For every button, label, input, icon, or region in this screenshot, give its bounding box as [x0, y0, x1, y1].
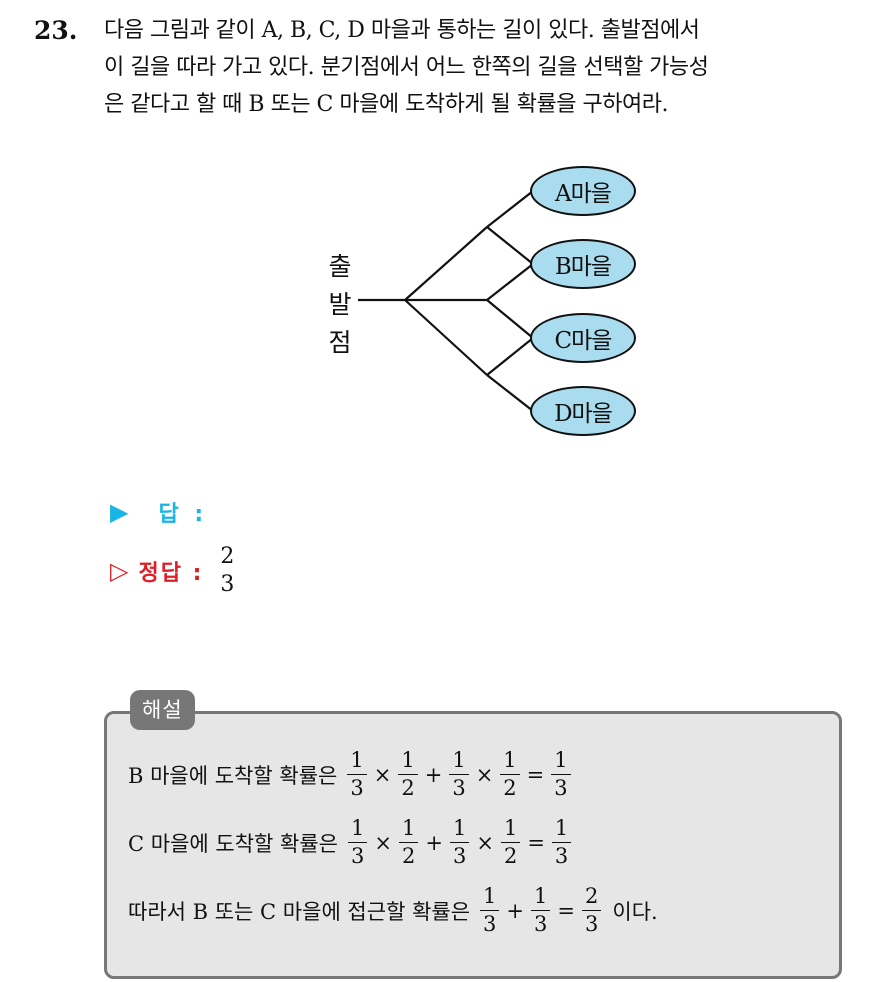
- correct-answer-fraction: 2 3: [217, 546, 237, 596]
- operator: =: [557, 898, 575, 923]
- operator: +: [424, 762, 443, 787]
- operator: ×: [373, 762, 392, 787]
- path-to-b: [486, 226, 534, 265]
- village-d: D마을: [530, 386, 636, 436]
- correct-answer-label: 정답 :: [138, 561, 204, 586]
- operator: +: [506, 898, 525, 923]
- branch-upper: [404, 226, 488, 301]
- operator: ×: [374, 830, 392, 855]
- path-to-c: [486, 337, 534, 376]
- operator: +: [425, 830, 443, 855]
- answer-row: ▶ 답 :: [110, 496, 207, 528]
- line-text: C 마을에 도착할 확률은: [128, 831, 338, 856]
- question-line: 은 같다고 할 때 B 또는 C 마을에 도착하게 될 확률을 구하여라.: [104, 92, 668, 117]
- path-to-c-mid: [486, 299, 534, 339]
- path-to-a: [486, 190, 534, 228]
- correct-answer-row: ▷ 정답 : 2 3: [110, 546, 240, 596]
- village-b: B마을: [530, 239, 636, 289]
- explanation-tab: 해설: [130, 690, 195, 730]
- play-triangle-icon: ▶: [110, 498, 129, 526]
- village-c: C마을: [530, 313, 636, 363]
- outline-triangle-icon: ▷: [110, 557, 129, 585]
- line-text: 따라서 B 또는 C 마을에 접근할 확률은: [128, 899, 471, 924]
- question-line: 이 길을 따라 가고 있다. 분기점에서 어느 한쪽의 길을 선택할 가능성: [104, 55, 709, 80]
- question-number: 23.: [34, 16, 78, 45]
- operator: =: [527, 830, 545, 855]
- path-to-d: [486, 374, 534, 412]
- village-a: A마을: [530, 166, 636, 216]
- start-char: 출: [328, 252, 352, 281]
- branch-lower: [404, 299, 488, 376]
- operator: ×: [475, 762, 494, 787]
- path-to-b-mid: [486, 263, 534, 301]
- line-suffix: 이다.: [612, 899, 658, 924]
- denominator: 3: [220, 572, 235, 597]
- explanation-box: [104, 711, 842, 979]
- operator: =: [526, 762, 545, 787]
- question-text: 다음 그림과 같이 A, B, C, D 마을과 통하는 길이 있다. 출발점에…: [104, 12, 884, 123]
- numerator: 2: [220, 544, 235, 569]
- start-point-label: 출 발 점: [322, 248, 358, 362]
- line-text: B 마을에 도착할 확률은: [128, 763, 338, 788]
- start-char: 점: [328, 328, 352, 357]
- operator: ×: [476, 830, 494, 855]
- question-line: 다음 그림과 같이 A, B, C, D 마을과 통하는 길이 있다. 출발점에…: [104, 18, 700, 43]
- answer-label: 답 :: [158, 502, 208, 527]
- start-char: 발: [328, 290, 352, 319]
